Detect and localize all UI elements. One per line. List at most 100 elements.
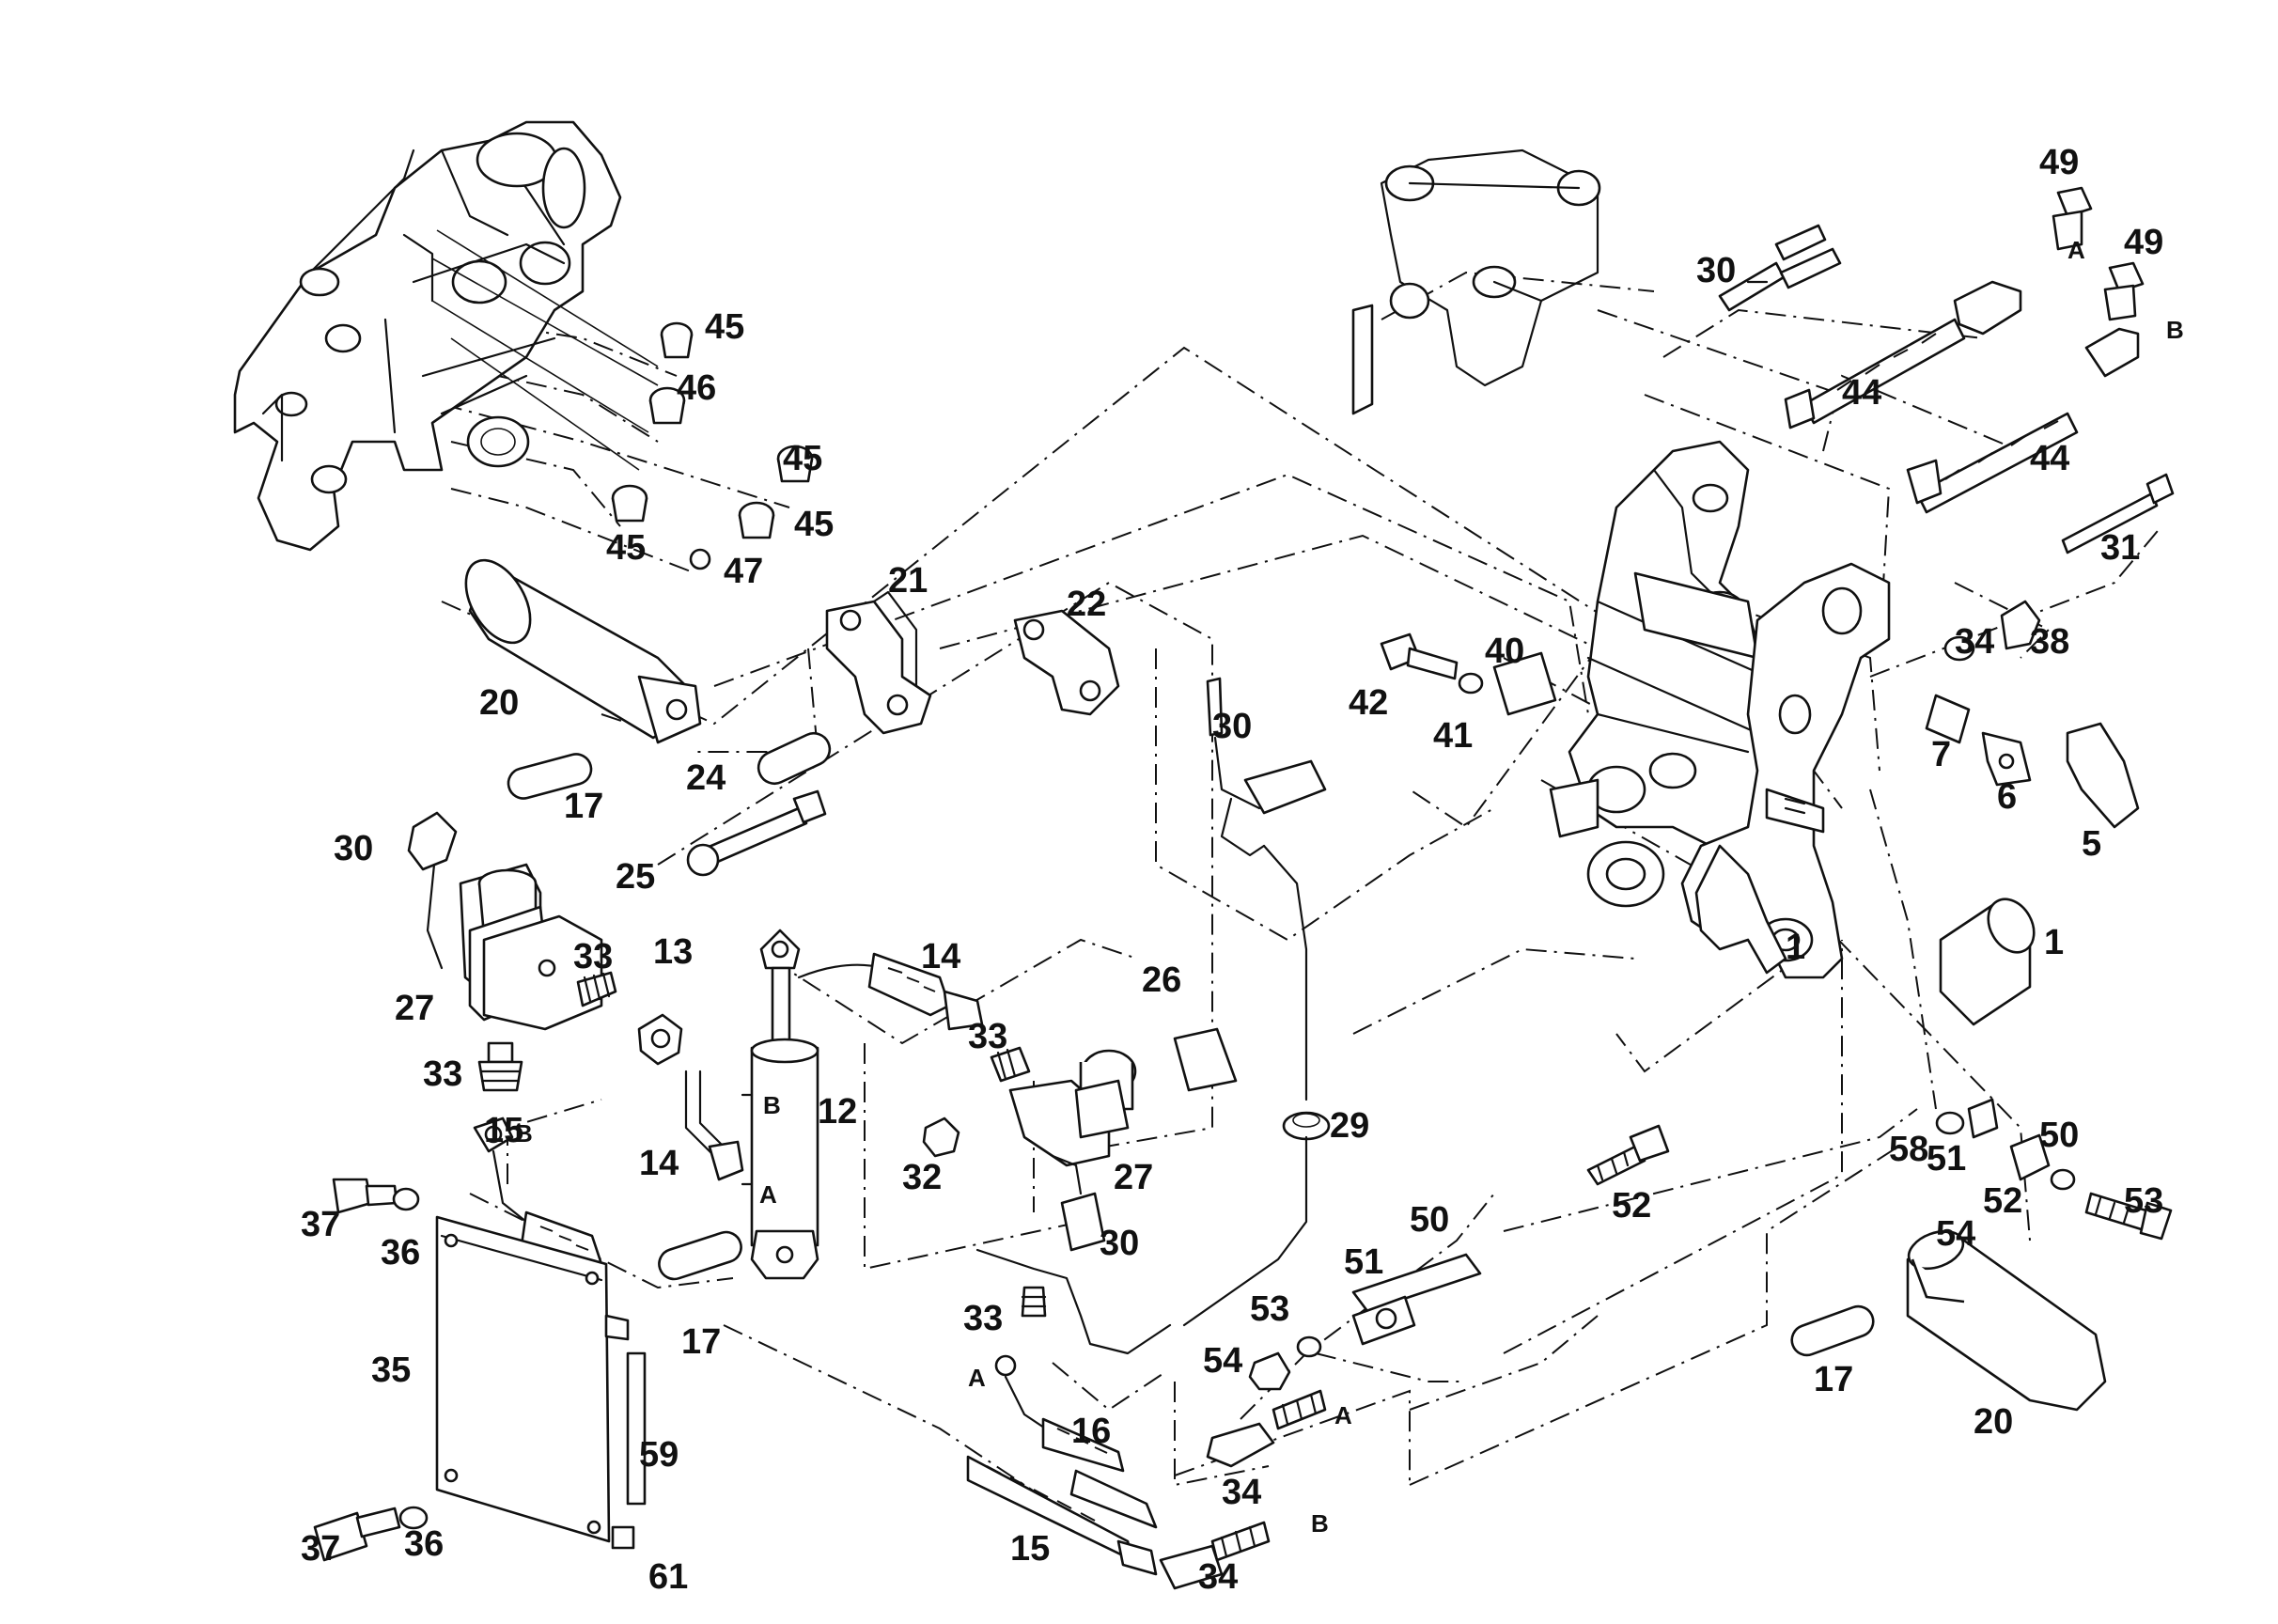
callout-50: 50	[2039, 1116, 2079, 1155]
plate-26	[1173, 1027, 1238, 1092]
caps-45-46-47	[611, 321, 814, 570]
callout-40: 40	[1485, 632, 1524, 671]
plate-35	[435, 1215, 630, 1543]
callout-42: 42	[1349, 683, 1388, 723]
callout-13: 13	[653, 932, 693, 972]
callout-14: 14	[921, 937, 960, 976]
callout-1: 1	[1786, 928, 1805, 967]
callout-30: 30	[1212, 707, 1252, 746]
callout-27: 27	[1114, 1158, 1153, 1197]
callout-45: 45	[705, 307, 744, 347]
cable-30-middle	[1182, 677, 1327, 1327]
nut-13	[637, 1013, 683, 1066]
callout-24: 24	[686, 758, 726, 798]
bolts-37-washers-36	[313, 1178, 429, 1562]
callout-7: 7	[1931, 735, 1951, 774]
port-label-a: A	[968, 1364, 986, 1392]
callout-15: 15	[484, 1111, 523, 1150]
port-label-b: B	[763, 1091, 781, 1119]
bushing-1	[1939, 898, 2036, 1026]
pins-17	[507, 753, 1875, 1357]
callout-54: 54	[1936, 1214, 1975, 1254]
nut-32	[922, 1116, 960, 1158]
callout-61: 61	[648, 1557, 688, 1597]
bracket-21	[825, 590, 932, 735]
port-label-a: A	[2067, 236, 2085, 264]
callout-5: 5	[2082, 824, 2101, 864]
callout-36: 36	[404, 1524, 444, 1564]
port-label-a: A	[1334, 1401, 1352, 1429]
callout-17: 17	[1814, 1360, 1853, 1399]
callout-33: 33	[573, 937, 613, 976]
fittings-49	[2052, 186, 2145, 321]
callout-44: 44	[2030, 439, 2069, 478]
callout-46: 46	[677, 368, 716, 408]
callout-37: 37	[301, 1205, 340, 1244]
callout-33: 33	[963, 1299, 1003, 1338]
callout-49: 49	[2124, 223, 2163, 262]
callout-34: 34	[1222, 1473, 1261, 1512]
hoses-15-16-lower	[966, 1354, 1158, 1576]
callout-35: 35	[371, 1351, 411, 1390]
elbows-34-lower	[1159, 1389, 1327, 1590]
callout-30: 30	[1696, 251, 1736, 290]
callout-44: 44	[1842, 373, 1881, 413]
port-label-b: B	[1311, 1509, 1329, 1538]
callout-15: 15	[1010, 1529, 1050, 1569]
callout-58: 58	[1889, 1130, 1928, 1169]
hose-14-top	[797, 952, 984, 1031]
callout-6: 6	[1997, 777, 2017, 817]
solenoid-valve-27-right	[1008, 1049, 1137, 1252]
callout-31: 31	[2100, 528, 2140, 568]
main-frame-1	[1549, 440, 1891, 979]
callout-20: 20	[1974, 1402, 2013, 1442]
port-label-a: A	[759, 1180, 777, 1209]
callout-20: 20	[479, 683, 519, 723]
hose-14-left	[684, 1070, 744, 1181]
callout-14: 14	[639, 1144, 679, 1183]
callout-36: 36	[381, 1233, 420, 1273]
callout-54: 54	[1203, 1341, 1242, 1381]
main-frame-bracket	[233, 120, 659, 552]
cable-30-lower	[975, 1248, 1172, 1355]
callout-33: 33	[423, 1054, 462, 1094]
callout-49: 49	[2039, 143, 2079, 182]
callout-21: 21	[888, 561, 928, 601]
callout-17: 17	[681, 1322, 721, 1362]
solenoid-valve-27-left	[407, 811, 603, 1031]
strip-59	[611, 1525, 635, 1550]
callout-41: 41	[1433, 716, 1473, 756]
callout-37: 37	[301, 1529, 340, 1569]
callout-17: 17	[564, 787, 603, 826]
sleeve-24	[757, 731, 832, 786]
hoses-44	[1784, 280, 2140, 514]
callout-53: 53	[1250, 1289, 1289, 1329]
callout-45: 45	[794, 505, 834, 544]
callout-30: 30	[334, 829, 373, 868]
callout-32: 32	[902, 1158, 942, 1197]
hardware-50-54	[1248, 1098, 2173, 1391]
callout-53: 53	[2124, 1181, 2163, 1221]
callout-59: 59	[639, 1435, 679, 1475]
callout-51: 51	[1927, 1139, 1966, 1179]
callout-52: 52	[1983, 1181, 2022, 1221]
callout-22: 22	[1067, 585, 1106, 624]
callout-16: 16	[1071, 1412, 1111, 1451]
callout-34: 34	[1955, 622, 1994, 662]
callout-45: 45	[606, 528, 646, 568]
pin-cylinder-20-right	[1906, 1229, 2107, 1412]
frame-1-hook	[1694, 844, 1787, 975]
callout-12: 12	[818, 1092, 857, 1132]
callout-30: 30	[1100, 1224, 1139, 1263]
callout-51: 51	[1344, 1242, 1383, 1282]
callout-26: 26	[1142, 960, 1181, 1000]
port-label-b: B	[515, 1119, 533, 1148]
bracket-61	[1351, 148, 1601, 415]
callout-52: 52	[1612, 1186, 1651, 1226]
callout-29: 29	[1330, 1106, 1369, 1146]
callout-45: 45	[783, 439, 822, 478]
clip-29	[1282, 1111, 1331, 1141]
callout-25: 25	[616, 857, 655, 897]
